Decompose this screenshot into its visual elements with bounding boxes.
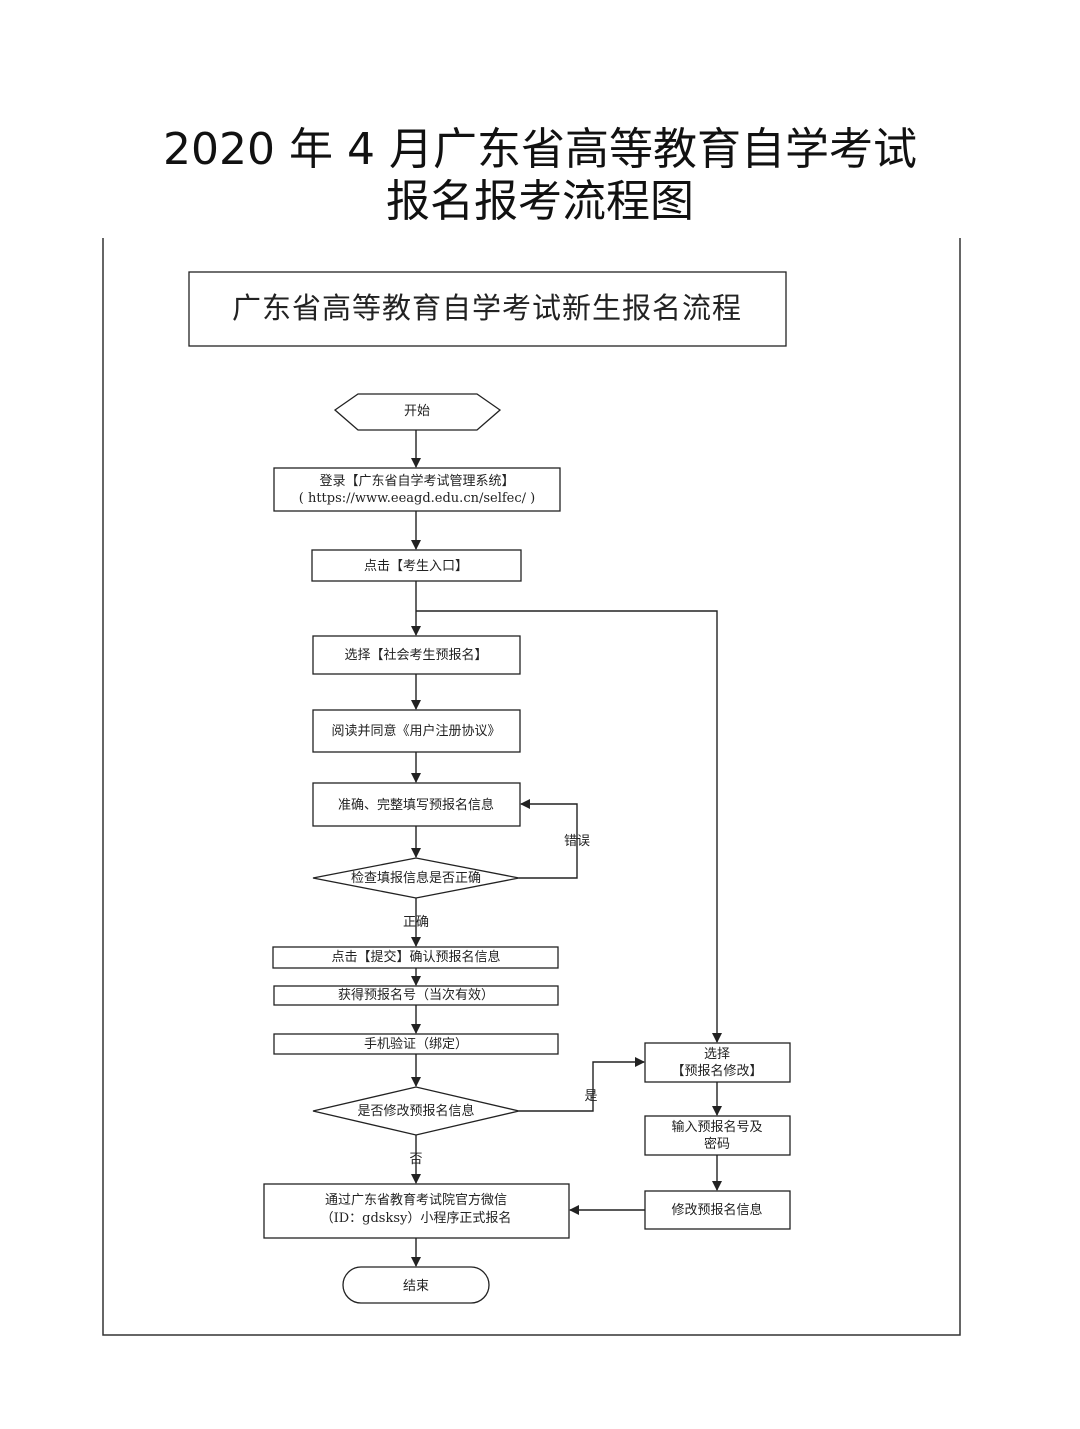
- label-correct: 正确: [403, 915, 429, 930]
- click-entry-text: 点击【考生入口】: [364, 559, 468, 574]
- outer-frame: [102, 238, 961, 1336]
- fill-info-text: 准确、完整填写预报名信息: [338, 797, 494, 813]
- get-number-text: 获得预报名号（当次有效）: [338, 987, 494, 1003]
- login-text-2: ( https://www.eeagd.edu.cn/selfec/ ): [299, 491, 536, 506]
- header-box: [188, 271, 787, 347]
- choose-modify-box: [644, 1042, 791, 1083]
- input-text-1: 输入预报名号及: [671, 1119, 762, 1135]
- page-title-line-1: 2020 年 4 月广东省高等教育自学考试: [163, 124, 917, 175]
- edge-error-loop: [519, 799, 578, 879]
- formal-text-2: （ID：gdsksy）小程序正式报名: [321, 1210, 512, 1226]
- edge-yes-choosemodify: [519, 1057, 645, 1112]
- choose-modify-text-1: 选择: [704, 1047, 730, 1062]
- phone-verify-text: 手机验证（绑定）: [364, 1036, 468, 1052]
- choose-prereg-text: 选择【社会考生预报名】: [344, 647, 487, 663]
- login-text-1: 登录【广东省自学考试管理系统】: [319, 473, 514, 489]
- modify-info-text: 修改预报名信息: [671, 1202, 762, 1218]
- label-no: 否: [409, 1152, 422, 1167]
- submit-text: 点击【提交】确认预报名信息: [331, 949, 500, 965]
- modify-q-text: 是否修改预报名信息: [357, 1103, 474, 1119]
- choose-prereg-box: [312, 635, 521, 675]
- start-text: 开始: [404, 404, 430, 419]
- label-error: 错误: [564, 834, 590, 849]
- input-text-2: 密码: [704, 1136, 730, 1152]
- choose-modify-text-2: 【预报名修改】: [671, 1063, 762, 1079]
- start-node: [333, 393, 502, 431]
- end-text: 结束: [403, 1279, 429, 1294]
- formal-text-1: 通过广东省教育考试院官方微信: [325, 1192, 507, 1208]
- end-node: [342, 1266, 490, 1304]
- fill-info-box: [312, 782, 521, 827]
- login-box: [273, 467, 561, 512]
- header-text: 广东省高等教育自学考试新生报名流程: [232, 291, 742, 325]
- read-agree-text: 阅读并同意《用户注册协议》: [331, 723, 500, 739]
- page-title-line-2: 报名报考流程图: [386, 176, 694, 227]
- check-text: 检查填报信息是否正确: [351, 870, 481, 886]
- formal-register-box: [263, 1183, 570, 1239]
- edge-entry-choosemodify: [416, 610, 722, 1043]
- label-yes: 是: [584, 1089, 597, 1104]
